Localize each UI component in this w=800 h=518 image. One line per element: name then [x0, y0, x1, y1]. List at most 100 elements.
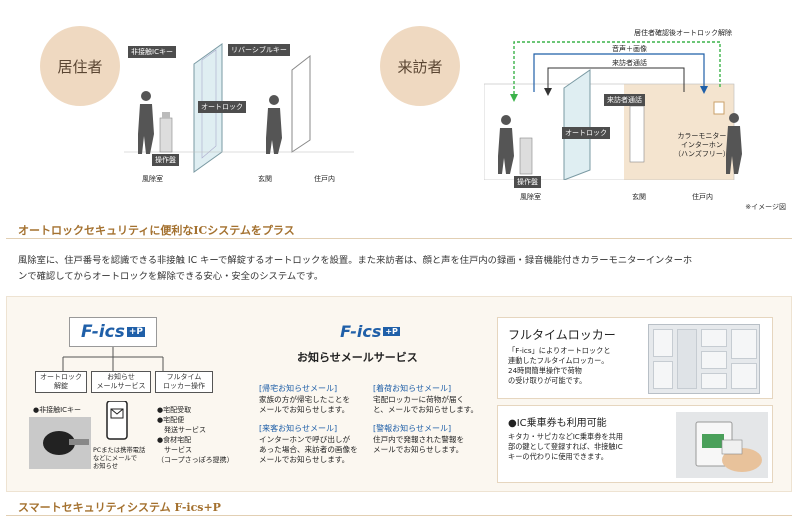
- locker-card-line-2: 連動したフルタイムロッカー。: [508, 356, 609, 365]
- box2-line-1: お知らせ: [107, 373, 135, 381]
- locker-cell: [701, 373, 727, 389]
- locker-item-2: ●宅配便: [157, 416, 185, 424]
- visitor-mail-head: [来客お知らせメール]: [259, 424, 338, 433]
- delivery-mail-line-1: 宅配ロッカーに荷物が届く: [373, 395, 465, 404]
- visitor-control-panel-tag: 操作盤: [514, 176, 541, 188]
- section-1-body: 風除室に、住戸番号を認識できる非接触 IC キーで解錠するオートロックを設置。ま…: [18, 253, 788, 285]
- resident-autolock-tag: オートロック: [198, 101, 246, 113]
- section-1-rule: [6, 238, 792, 239]
- phone-caption: PCまたは携帯電話 などにメールで お知らせ: [93, 447, 145, 471]
- section-1-heading: オートロックセキュリティに便利なICシステムをプラス: [18, 224, 295, 237]
- ic-transit-line-1: キタカ・サピカなどIC乗車券を共用: [508, 432, 623, 441]
- resident-scene-illustration: [124, 43, 354, 173]
- locker-item-5: サービス: [157, 446, 192, 454]
- section-2-rule: [6, 515, 792, 516]
- visitor-entrance: 玄関: [632, 193, 646, 201]
- home-mail-body: 家族の方が帰宅したことを メールでお知らせします。: [259, 395, 381, 415]
- box3-line-1: フルタイム: [166, 373, 202, 381]
- visitor-autolock-tag: オートロック: [562, 127, 610, 139]
- visitor-mail-body: インターホンで呼び出しが あった場合、来訪者の画像を メールでお知らせします。: [259, 435, 381, 465]
- mail-service-title: お知らせメールサービス: [297, 351, 418, 364]
- resident-control-panel-tag: 操作盤: [152, 154, 179, 166]
- fics-logo-mail: F-ics +P: [335, 319, 405, 343]
- section-2-heading: スマートセキュリティシステム F-ics+P: [18, 501, 221, 514]
- alarm-mail-line-1: 住戸内で発報された警報を: [373, 435, 465, 444]
- voice-image-label: 音声＋画像: [612, 45, 647, 53]
- visitor-call-label: 来訪者通話: [612, 59, 647, 67]
- locker-cell: [653, 329, 673, 357]
- locker-item-1: ●宅配受取: [157, 406, 192, 414]
- fics-autolock-box: オートロック解錠: [35, 371, 87, 393]
- fics-locker-box: フルタイムロッカー操作: [155, 371, 213, 393]
- box3-line-2: ロッカー操作: [163, 382, 205, 390]
- locker-card-line-3: 24時間簡単操作で荷物: [508, 366, 582, 375]
- resident-dwelling: 住戸内: [314, 175, 335, 183]
- home-mail-line-1: 家族の方が帰宅したことを: [259, 395, 351, 404]
- fics-plus-badge-mail: +P: [383, 326, 400, 336]
- ic-transit-body: キタカ・サピカなどIC乗車券を共用 部の鍵として登録すれば、非接触IC キーの代…: [508, 432, 668, 462]
- image-note: ※イメージ図: [745, 203, 786, 211]
- section-1-body-line-1: 風除室に、住戸番号を認識できる非接触 IC キーで解錠するオートロックを設置。ま…: [18, 255, 693, 266]
- locker-panel: [677, 329, 697, 389]
- home-mail-head: [帰宅お知らせメール]: [259, 384, 338, 393]
- resident-circle: 居住者: [40, 26, 120, 106]
- delivery-mail-body: 宅配ロッカーに荷物が届く と、メールでお知らせします。: [373, 395, 495, 415]
- fics-brand-text: F-ics: [81, 322, 125, 342]
- locker-cell: [701, 351, 727, 369]
- visitor-label: 来訪者: [397, 57, 443, 76]
- visitor-windbreak-room: 風除室: [520, 193, 541, 201]
- resident-windbreak-room: 風除室: [142, 175, 163, 183]
- unlock-after-confirm-label: 居住者確認後オートロック解除: [634, 29, 732, 37]
- locker-card-body: 「F-ics」によりオートロックと 連動したフルタイムロッカー。 24時間簡単操…: [508, 346, 646, 386]
- phone-caption-line-2: などにメールで: [93, 455, 138, 462]
- color-monitor-intercom-label: カラーモニター インターホン （ハンズフリー）: [674, 132, 730, 159]
- fics-brand-text-mail: F-ics: [340, 321, 382, 341]
- locker-cell: [731, 363, 757, 389]
- phone-icon: [106, 401, 128, 440]
- box1-line-2: 解錠: [54, 382, 68, 390]
- autolock-diagram: 居住者 非接触ICキー リバーシブルキー オートロック 操作盤 風除室 玄関 住…: [6, 4, 792, 212]
- visitor-circle: 来訪者: [380, 26, 460, 106]
- fics-logo-left: F-ics +P: [69, 317, 157, 347]
- alarm-mail-head: [警報お知らせメール]: [373, 424, 452, 433]
- alarm-mail-body: 住戸内で発報された警報を メールでお知らせします。: [373, 435, 495, 455]
- alarm-mail-line-2: メールでお知らせします。: [373, 445, 464, 454]
- ic-transit-title: ●IC乗車券も利用可能: [508, 418, 607, 429]
- ic-transit-card: ●IC乗車券も利用可能 キタカ・サピカなどIC乗車券を共用 部の鍵として登録すれ…: [497, 405, 773, 483]
- resident-entrance: 玄関: [258, 175, 272, 183]
- locker-item-3: 発送サービス: [157, 426, 206, 434]
- monitor-line-2: インターホン: [680, 141, 723, 149]
- visitor-mail-line-3: メールでお知らせします。: [259, 455, 350, 464]
- resident-label: 居住者: [57, 57, 103, 76]
- phone-caption-line-1: PCまたは携帯電話: [93, 447, 146, 454]
- delivery-mail-line-2: と、メールでお知らせします。: [373, 405, 479, 414]
- locker-card-line-1: 「F-ics」によりオートロックと: [508, 346, 611, 355]
- visitor-mail-line-2: あった場合、来訪者の画像を: [259, 445, 358, 454]
- fics-mail-box: お知らせメールサービス: [91, 371, 151, 393]
- box2-line-2: メールサービス: [96, 382, 146, 390]
- locker-card-line-4: の受け取りが可能です。: [508, 376, 587, 385]
- monitor-line-1: カラーモニター: [677, 132, 727, 140]
- home-mail-line-2: メールでお知らせします。: [259, 405, 350, 414]
- phone-caption-line-3: お知らせ: [93, 463, 119, 470]
- locker-services-list: ●宅配受取 ●宅配便 発送サービス ●食材宅配 サービス （コープさっぽろ提携）: [157, 405, 234, 465]
- delivery-mail-head: [着荷お知らせメール]: [373, 384, 452, 393]
- locker-card: フルタイムロッカー 「F-ics」によりオートロックと 連動したフルタイムロッカ…: [497, 317, 773, 399]
- monitor-line-3: （ハンズフリー）: [674, 150, 730, 158]
- section-1-body-line-2: ンで確認してからオートロックを解除できる安心・安全のシステムです。: [18, 271, 324, 282]
- reversible-key-tag: リバーシブルキー: [228, 44, 290, 56]
- locker-item-4: ●食材宅配: [157, 436, 192, 444]
- fics-branch-lines: [62, 347, 164, 371]
- ic-key-label: ●非接触ICキー: [33, 406, 82, 414]
- ic-reader-photo: [676, 412, 768, 478]
- locker-cell: [731, 329, 757, 359]
- fics-panel: F-ics +P オートロック解錠 お知らせメールサービス フルタイムロッカー操…: [6, 296, 792, 492]
- visitor-mail-line-1: インターホンで呼び出しが: [259, 435, 351, 444]
- box1-line-1: オートロック: [40, 373, 82, 381]
- noncontact-key-tag: 非接触ICキー: [128, 46, 176, 58]
- locker-item-6: （コープさっぽろ提携）: [157, 456, 234, 464]
- ic-transit-line-3: キーの代わりに使用できます。: [508, 452, 608, 461]
- locker-cell: [653, 361, 673, 389]
- ic-key-photo: [29, 417, 91, 469]
- ic-transit-line-2: 部の鍵として登録すれば、非接触IC: [508, 442, 623, 451]
